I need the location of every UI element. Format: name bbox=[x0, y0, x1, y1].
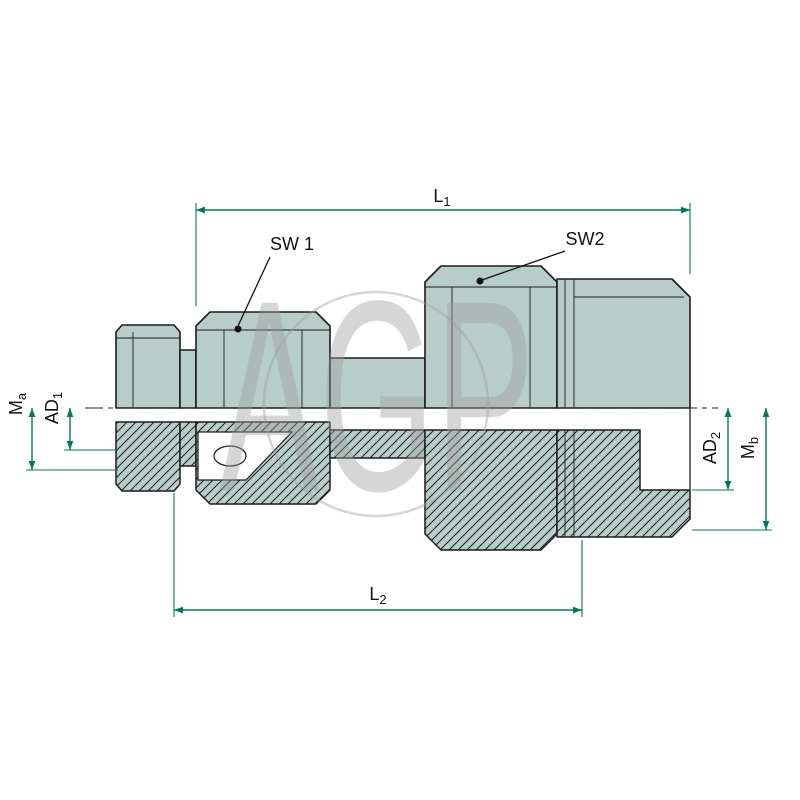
dim-label-l1: L1 bbox=[433, 186, 450, 209]
dim-ma: Ma bbox=[6, 392, 118, 471]
dim-label-ad2: AD2 bbox=[700, 432, 723, 464]
dim-ad1: AD1 bbox=[42, 392, 118, 451]
callout-label-sw2: SW2 bbox=[565, 229, 604, 249]
callout-sw1: SW 1 bbox=[234, 234, 314, 333]
fitting-section-bottom bbox=[115, 408, 691, 551]
dim-ad2: AD2 bbox=[692, 408, 734, 491]
callout-dot bbox=[234, 325, 242, 333]
callout-dot bbox=[476, 277, 484, 285]
section-thread-end bbox=[556, 429, 691, 538]
leader-line bbox=[237, 256, 271, 327]
callout-label-sw1: SW 1 bbox=[270, 234, 314, 254]
dim-mb: Mb bbox=[692, 408, 772, 531]
cutting-ring bbox=[213, 445, 247, 467]
male-thread-end bbox=[556, 278, 691, 409]
dim-l2: L2 bbox=[173, 493, 583, 617]
watermark: AGP bbox=[220, 244, 535, 548]
fitting-exterior-top bbox=[115, 265, 691, 409]
watermark-text: AGP bbox=[220, 244, 535, 548]
section-neck bbox=[179, 421, 197, 467]
dim-label-ma: Ma bbox=[6, 392, 29, 415]
fitting-drawing bbox=[85, 265, 718, 551]
center-body bbox=[329, 357, 426, 409]
left-flange bbox=[115, 324, 181, 409]
leader-line bbox=[481, 250, 566, 281]
dim-label-l2: L2 bbox=[369, 584, 386, 607]
dim-label-ad1: AD1 bbox=[42, 392, 65, 424]
neck bbox=[179, 349, 197, 409]
callout-sw2: SW2 bbox=[476, 229, 605, 285]
dim-label-mb: Mb bbox=[738, 437, 761, 459]
dim-l1: L1 bbox=[195, 186, 691, 306]
section-left-flange bbox=[115, 421, 181, 492]
watermark-circle bbox=[262, 290, 490, 518]
